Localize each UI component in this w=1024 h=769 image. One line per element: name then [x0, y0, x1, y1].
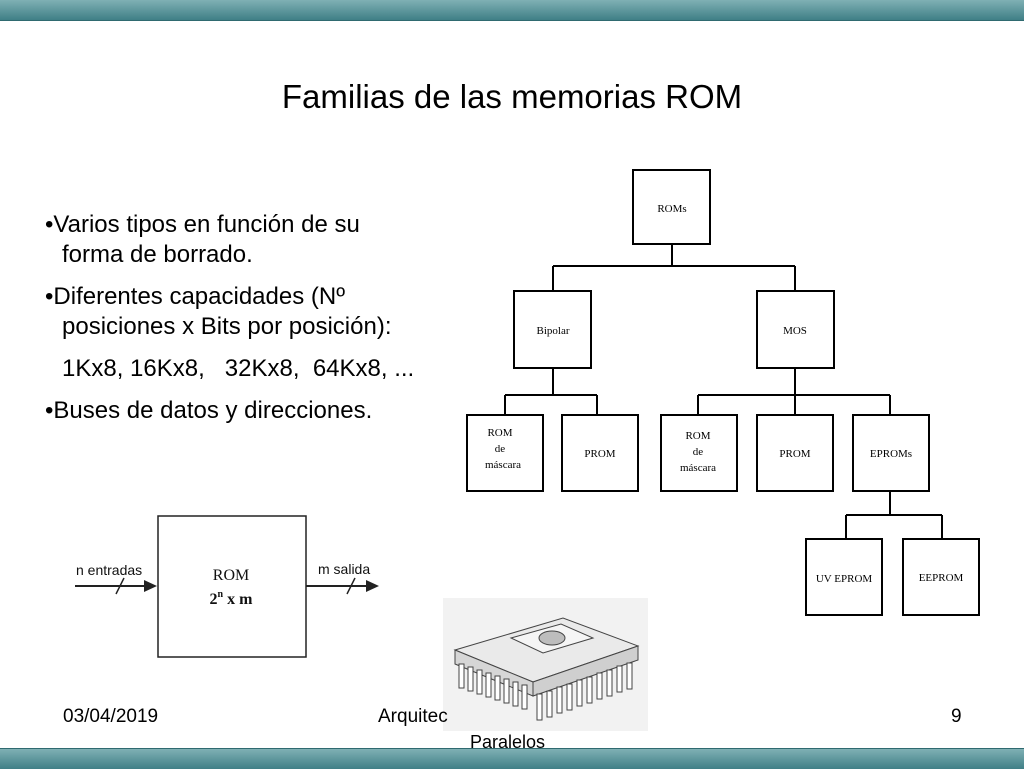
eprom-chip-image: [443, 598, 648, 731]
tree-label-prom: PROM: [584, 448, 615, 460]
tree-label-uv-eprom: UV EPROM: [816, 573, 873, 585]
bullet-item: •Varios tipos en función de su forma de …: [45, 210, 414, 270]
bullet-list: •Varios tipos en función de su forma de …: [45, 210, 414, 438]
tree-node-prom-bipolar: [561, 414, 639, 492]
footer-course: Arquitec: [378, 706, 448, 727]
top-bar: [0, 0, 1024, 21]
rom-block-size: 2n x m: [210, 589, 254, 608]
output-bus-mark: [346, 577, 356, 595]
bullet-text: forma de borrado.: [62, 241, 253, 268]
bullet-item: 1Kx8, 16Kx8, 32Kx8, 64Kx8, ...: [45, 354, 414, 384]
slide-title: Familias de las memorias ROM: [281, 78, 743, 115]
tree-node-bipolar: [513, 290, 592, 369]
tree-label-prom: PROM: [779, 448, 810, 460]
tree-label-mos: MOS: [783, 325, 807, 337]
tree-label-bipolar: Bipolar: [537, 325, 570, 337]
inputs-label: n entradas: [76, 562, 142, 578]
tree-node-uv-eprom: [805, 538, 883, 616]
bullet-text: •Varios tipos en función de su: [45, 211, 360, 238]
tree-label-rom-mascara: máscara: [680, 462, 716, 474]
tree-node-rom-mascara-bipolar: [466, 414, 544, 492]
footer-page-number: 9: [951, 706, 962, 727]
tree-node-rom-mascara-mos: [660, 414, 738, 492]
tree-label-rom-mascara: de: [693, 446, 704, 458]
tree-label-eproms: EPROMs: [870, 448, 912, 460]
bullet-text: 1Kx8, 16Kx8, 32Kx8, 64Kx8, ...: [62, 355, 415, 382]
footer-course-line2: Paralelos: [470, 732, 546, 752]
tree-label-rom-mascara: de: [495, 443, 506, 455]
rom-block: [157, 515, 307, 658]
bullet-text: •Buses de datos y direcciones.: [45, 397, 373, 424]
bullet-text: •Diferentes capacidades (Nº: [45, 283, 345, 310]
footer-date: 03/04/2019: [63, 706, 159, 727]
bullet-item: •Diferentes capacidades (Nº posiciones x…: [45, 282, 414, 342]
bullet-item: •Buses de datos y direcciones.: [45, 396, 414, 426]
tree-label-eeprom: EEPROM: [919, 572, 964, 584]
tree-label-rom-mascara: ROM: [487, 427, 512, 439]
tree-label-rom-mascara: ROM: [685, 430, 710, 442]
input-arrowhead: [144, 580, 157, 592]
tree-label-rom-mascara: máscara: [485, 459, 521, 471]
output-arrowhead: [366, 580, 379, 592]
bullet-text: posiciones x Bits por posición):: [62, 313, 392, 340]
input-bus-mark: [115, 577, 125, 595]
tree-node-eproms: [852, 414, 930, 492]
tree-node-eeprom: [902, 538, 980, 616]
outputs-label: m salida: [318, 561, 370, 577]
rom-block-name: ROM: [213, 567, 249, 584]
bottom-bar: [0, 748, 1024, 769]
tree-label-roms: ROMs: [657, 203, 686, 215]
tree-node-mos: [756, 290, 835, 369]
tree-node-prom-mos: [756, 414, 834, 492]
